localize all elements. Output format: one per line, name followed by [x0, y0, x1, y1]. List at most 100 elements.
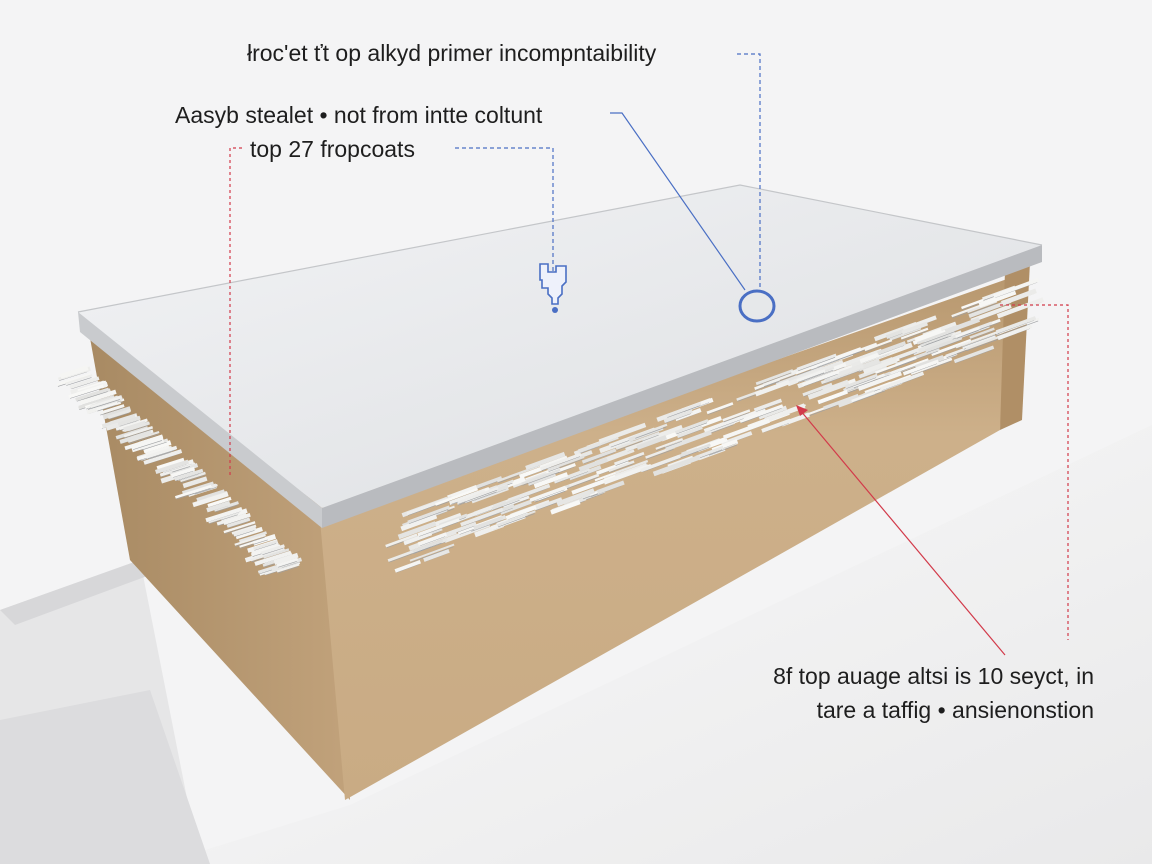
fiber-strand	[676, 422, 708, 435]
fiber-strand	[100, 407, 124, 416]
fiber-strand	[434, 487, 479, 506]
annotation-middle-line-2: top 27 fropcoats	[250, 136, 415, 162]
fiber-strand	[434, 512, 462, 527]
fiber-strand	[143, 440, 172, 454]
fiber-strand	[412, 539, 444, 553]
fiber-strand	[155, 459, 189, 474]
fiber-strand	[225, 516, 249, 525]
fiber-strand	[901, 330, 928, 341]
fiber-strand	[919, 332, 953, 347]
fiber-strand	[641, 424, 683, 444]
fiber-strand	[226, 517, 251, 528]
fiber-strand	[473, 515, 504, 531]
fiber-strand	[453, 505, 495, 523]
annotation-bottom-line-2: tare a taffig • ansienonstion	[816, 697, 1094, 723]
drip-marker-icon	[539, 263, 567, 313]
fiber-strand	[194, 486, 217, 495]
fiber-strand	[98, 404, 125, 415]
fiber-strand	[857, 371, 902, 391]
fiber-strand	[851, 387, 887, 403]
fiber-strand	[635, 426, 667, 439]
fiber-strand	[410, 546, 454, 563]
fiber-strand	[874, 356, 917, 374]
fiber-strand	[978, 289, 1017, 308]
leader-bottom-red	[799, 409, 1006, 656]
fiber-strand	[755, 381, 779, 391]
fiber-strand	[828, 363, 864, 380]
fiber-strand	[262, 547, 284, 555]
fiber-strand	[76, 391, 108, 402]
fiber-strand	[119, 430, 152, 444]
fiber-strand	[655, 438, 684, 450]
fiber-strand	[796, 359, 840, 376]
fiber-strand	[458, 489, 498, 505]
fiber-strand	[449, 488, 486, 505]
fiber-strand	[96, 401, 118, 411]
fiber-strand	[541, 456, 581, 471]
fiber-strand	[695, 445, 724, 459]
fiber-strand	[534, 497, 563, 511]
fiber-strand	[396, 563, 420, 573]
fiber-strand	[181, 475, 205, 483]
leader-mid-2	[455, 147, 554, 272]
fiber-strand	[540, 452, 582, 471]
fiber-strand	[69, 376, 100, 389]
fiber-strand	[147, 449, 176, 459]
fiber-strand	[844, 373, 878, 389]
fiber-strand	[956, 330, 979, 339]
fiber-strand	[667, 455, 694, 468]
fiber-strand	[131, 436, 164, 450]
fiber-strand	[496, 464, 540, 483]
fiber-strand	[224, 524, 255, 535]
fiber-strand	[864, 339, 893, 352]
fiber-strand	[801, 370, 840, 387]
fiber-strand	[403, 531, 433, 546]
fiber-strand	[102, 406, 132, 420]
fiber-strand	[720, 431, 753, 446]
fiber-strand	[615, 455, 644, 466]
fiber-strand	[181, 481, 214, 495]
fiber-strand	[254, 543, 277, 551]
fiber-strand	[656, 440, 683, 451]
fiber-strand	[652, 454, 701, 477]
fiber-strand	[281, 561, 301, 568]
fiber-strand	[169, 463, 199, 476]
fiber-strand	[581, 448, 617, 464]
fiber-strand	[805, 366, 845, 382]
fiber-strand	[478, 507, 513, 521]
fiber-strand	[962, 334, 996, 350]
fiber-strand	[238, 531, 267, 543]
fiber-strand	[665, 413, 691, 424]
fiber-strand	[277, 566, 299, 574]
fiber-strand	[608, 460, 635, 472]
fiber-strand	[223, 513, 251, 525]
fiber-strand	[59, 365, 89, 379]
fiber-strand	[65, 374, 93, 385]
fiber-strand	[417, 532, 448, 546]
fiber-strand	[663, 409, 693, 423]
fiber-strand	[616, 434, 659, 451]
fiber-strand	[914, 354, 945, 370]
fiber-strand	[902, 359, 939, 376]
fiber-strand	[931, 338, 972, 357]
fiber-strand	[754, 379, 790, 397]
fiber-strand	[394, 559, 422, 573]
fiber-strand	[531, 489, 565, 503]
ring-marker-icon	[738, 289, 776, 323]
fiber-strand	[912, 337, 951, 356]
fiber-strand	[273, 552, 299, 565]
fiber-strand	[904, 363, 938, 376]
fiber-strand	[179, 471, 206, 483]
fiber-strand	[550, 499, 581, 515]
fiber-strand	[97, 404, 117, 412]
fiber-strand	[763, 374, 796, 387]
fiber-strand	[522, 471, 560, 486]
fiber-strand	[968, 303, 997, 315]
fiber-strand	[796, 369, 826, 382]
fiber-strand	[400, 513, 438, 532]
fiber-strand	[815, 347, 862, 368]
fiber-strand	[239, 536, 269, 548]
fiber-strand	[68, 384, 104, 399]
fiber-strand	[87, 399, 120, 410]
fiber-strand	[174, 484, 212, 499]
